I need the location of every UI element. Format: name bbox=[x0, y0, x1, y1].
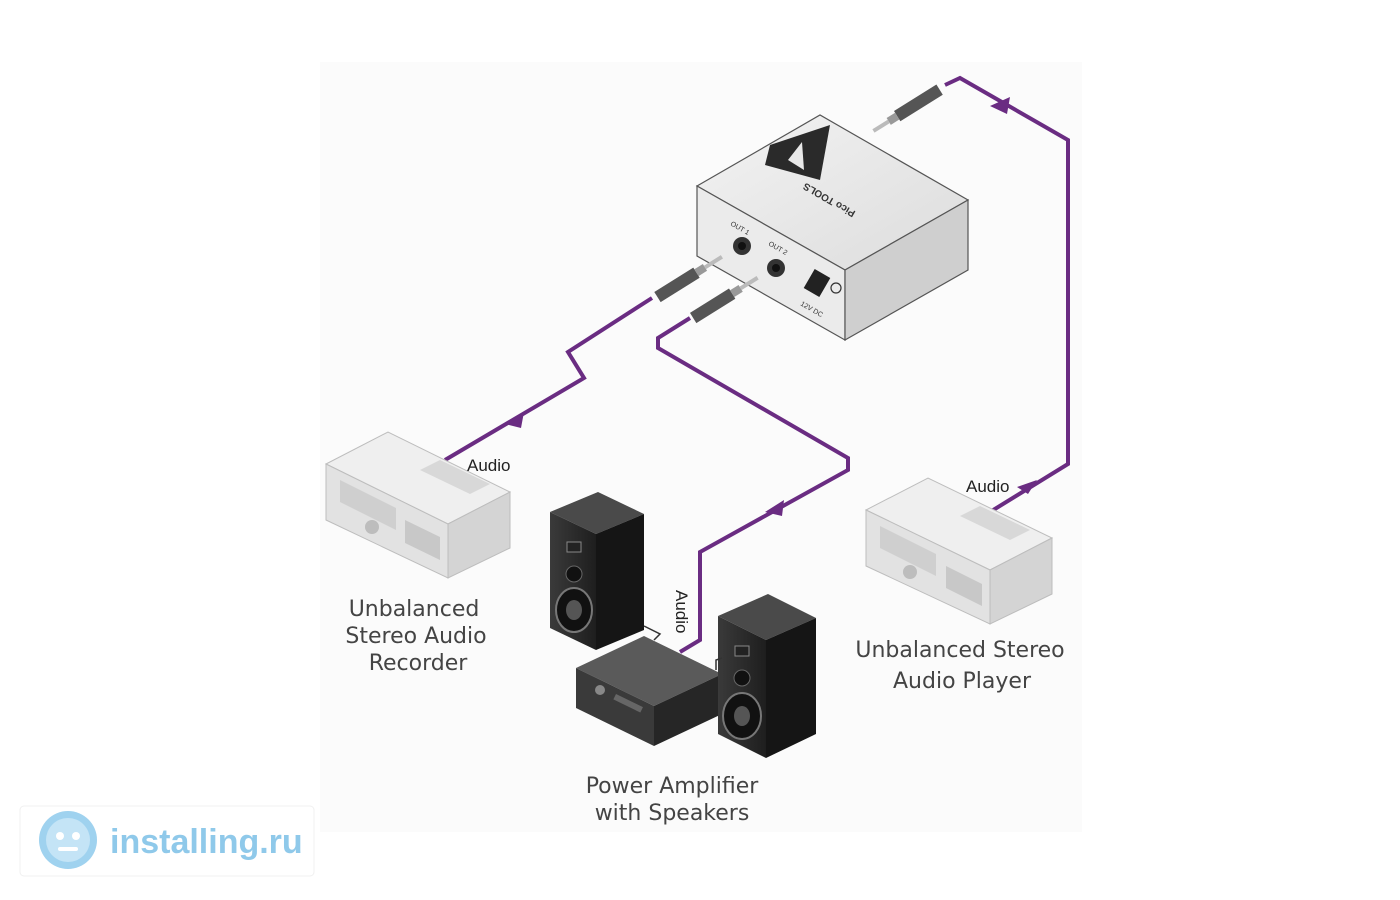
amplifier-label-line1: Power Amplifier bbox=[586, 774, 760, 799]
arrow-to-amplifier-icon bbox=[765, 500, 784, 516]
player-audio-label: Audio bbox=[966, 477, 1009, 496]
arrow-from-player-icon bbox=[1017, 480, 1037, 494]
power-symbol-icon bbox=[830, 282, 842, 294]
arrow-to-recorder-icon bbox=[505, 412, 524, 428]
amplifier-audio-label: Audio bbox=[672, 590, 691, 633]
amplifier-label-line2: with Speakers bbox=[595, 801, 750, 826]
pt2-distribution-amplifier: Pico TOOLS OUT 1 OUT 2 12V DC bbox=[695, 114, 970, 342]
cable-to-recorder bbox=[443, 296, 654, 462]
cable-from-player bbox=[944, 75, 1070, 514]
stereo-audio-player bbox=[864, 477, 1054, 625]
recorder-label-line3: Recorder bbox=[369, 651, 469, 676]
player-label-line2: Audio Player bbox=[893, 669, 1032, 694]
cable-to-amplifier bbox=[656, 316, 850, 654]
plug-out1-icon bbox=[654, 255, 723, 303]
recorder-audio-label: Audio bbox=[467, 456, 510, 475]
stereo-audio-recorder bbox=[324, 431, 512, 579]
arrow-up-icon bbox=[990, 97, 1010, 114]
watermark: installing.ru bbox=[19, 805, 315, 877]
plug-out2-icon bbox=[689, 276, 759, 324]
recorder-label-line1: Unbalanced bbox=[349, 597, 480, 622]
recorder-label-line2: Stereo Audio bbox=[345, 624, 486, 649]
power-jack-icon bbox=[803, 268, 831, 298]
player-label-line1: Unbalanced Stereo bbox=[855, 638, 1064, 663]
watermark-text: installing.ru bbox=[110, 823, 303, 861]
plug-input-icon bbox=[872, 84, 943, 133]
power-amplifier bbox=[576, 636, 722, 746]
right-speaker bbox=[718, 594, 816, 758]
robot-head-icon bbox=[39, 811, 97, 869]
left-speaker bbox=[550, 492, 644, 650]
